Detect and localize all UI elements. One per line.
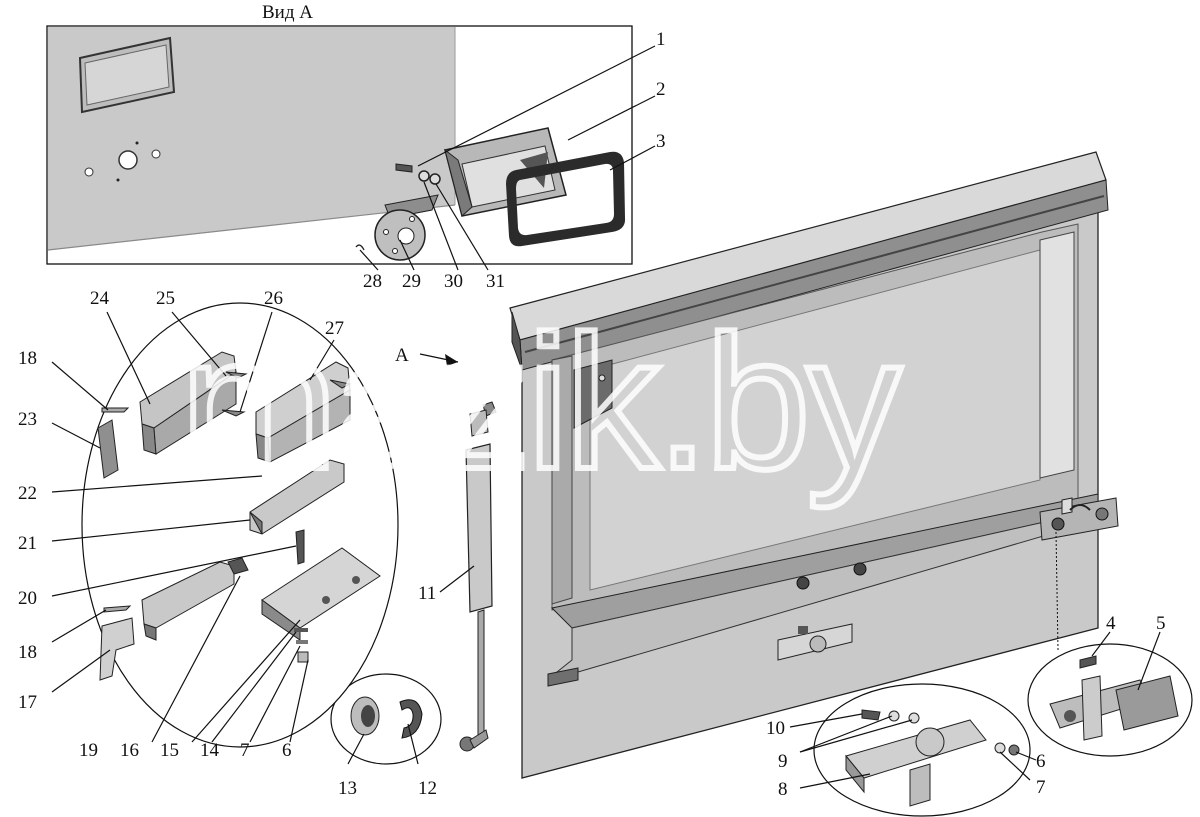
callout-11: 11 <box>418 583 436 604</box>
callout-13: 13 <box>338 778 357 799</box>
callout-6-right: 6 <box>1036 751 1046 772</box>
callout-27: 27 <box>325 318 344 339</box>
callout-19: 19 <box>79 740 98 761</box>
callout-20: 20 <box>18 588 37 609</box>
callout-7-left: 7 <box>240 740 250 761</box>
callout-15: 15 <box>160 740 179 761</box>
gas-strut-part-11 <box>459 401 497 752</box>
callout-8: 8 <box>778 779 788 800</box>
callout-1: 1 <box>656 29 666 50</box>
callout-26: 26 <box>264 288 283 309</box>
callout-7-right: 7 <box>1036 777 1046 798</box>
callout-12: 12 <box>418 778 437 799</box>
seal-part-3 <box>506 151 626 247</box>
callout-6-left: 6 <box>282 740 292 761</box>
callout-28: 28 <box>363 271 382 292</box>
callout-22: 22 <box>18 483 37 504</box>
callout-31: 31 <box>486 271 505 292</box>
latch-part-29 <box>374 194 439 261</box>
callout-14: 14 <box>200 740 220 761</box>
callout-18-upper: 18 <box>18 348 37 369</box>
arrow-a-label: А <box>395 345 409 366</box>
callout-4: 4 <box>1106 613 1116 634</box>
callout-29: 29 <box>402 271 421 292</box>
callout-2: 2 <box>656 79 666 100</box>
callout-21: 21 <box>18 533 37 554</box>
view-a-inset <box>46 25 633 265</box>
view-a-title: Вид А <box>262 2 313 23</box>
hinge-detail <box>1027 643 1193 757</box>
callout-17: 17 <box>18 692 37 713</box>
callout-16: 16 <box>120 740 139 761</box>
latch-detail <box>813 683 1031 817</box>
callout-9: 9 <box>778 751 788 772</box>
nut-and-ring-detail <box>330 673 442 765</box>
callout-24: 24 <box>90 288 110 309</box>
callout-18-lower: 18 <box>18 642 37 663</box>
callout-5: 5 <box>1156 613 1166 634</box>
callout-25: 25 <box>156 288 175 309</box>
callout-30: 30 <box>444 271 463 292</box>
watermark-logo: mazik.by <box>180 297 902 509</box>
door-panel <box>419 151 1119 779</box>
callout-3: 3 <box>656 131 666 152</box>
leader-lines <box>51 45 1161 789</box>
callout-10: 10 <box>766 718 785 739</box>
callout-numbers: 1 2 3 4 5 6 7 8 9 10 11 12 13 14 15 16 1… <box>18 29 1166 800</box>
hinge-on-panel <box>1039 497 1119 541</box>
callout-23: 23 <box>18 409 37 430</box>
seal-profile-detail <box>81 302 399 748</box>
